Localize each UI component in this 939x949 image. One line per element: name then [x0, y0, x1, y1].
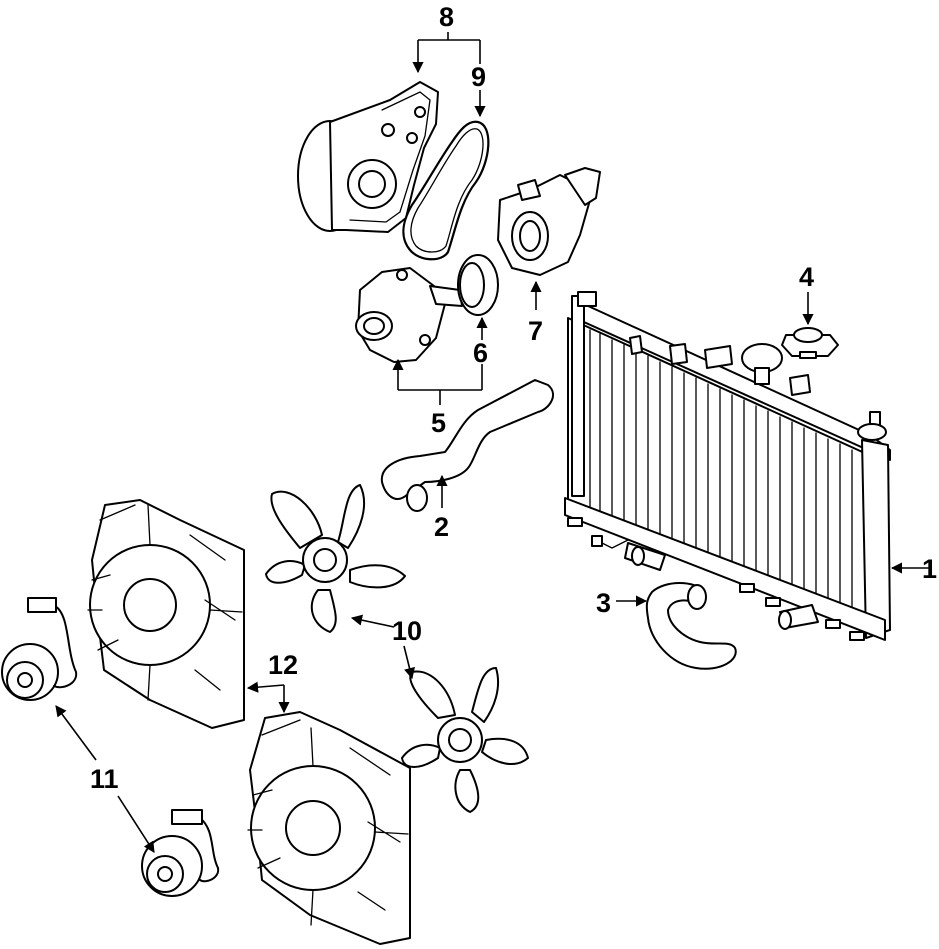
callout-labels: 1 2 3 4 5 6 7 8 9 10 11 12: [90, 2, 937, 794]
callout-label-3: 3: [596, 588, 611, 618]
cooling-fan-upper: [265, 484, 406, 633]
callout-label-4: 4: [799, 262, 814, 292]
thermostat-seal: [457, 254, 499, 316]
upper-radiator-hose: [380, 379, 554, 512]
callout-label-6: 6: [473, 338, 488, 368]
radiator: [564, 291, 891, 641]
lower-radiator-hose: [645, 582, 737, 670]
thermostat-cover: [497, 167, 601, 276]
radiator-cap: [781, 327, 839, 359]
fan-motor-upper: [1, 597, 78, 701]
callout-label-7: 7: [528, 316, 543, 346]
callout-label-2: 2: [434, 512, 449, 542]
fan-shroud-left: [87, 499, 245, 729]
water-pump-gasket: [402, 120, 490, 261]
callout-label-5: 5: [431, 408, 446, 438]
cooling-fan-lower: [401, 667, 529, 813]
callout-label-1: 1: [922, 554, 937, 584]
callout-label-9: 9: [471, 62, 486, 92]
callout-label-11: 11: [90, 764, 119, 794]
fan-motor-lower: [141, 809, 220, 897]
callout-label-10: 10: [392, 616, 422, 646]
water-pump-assembly: [297, 81, 439, 233]
callout-label-12: 12: [268, 650, 298, 680]
thermostat-housing: [355, 267, 463, 363]
callout-label-8: 8: [439, 2, 454, 32]
callout-lines: [55, 32, 930, 853]
fan-shroud-right: [247, 711, 411, 945]
